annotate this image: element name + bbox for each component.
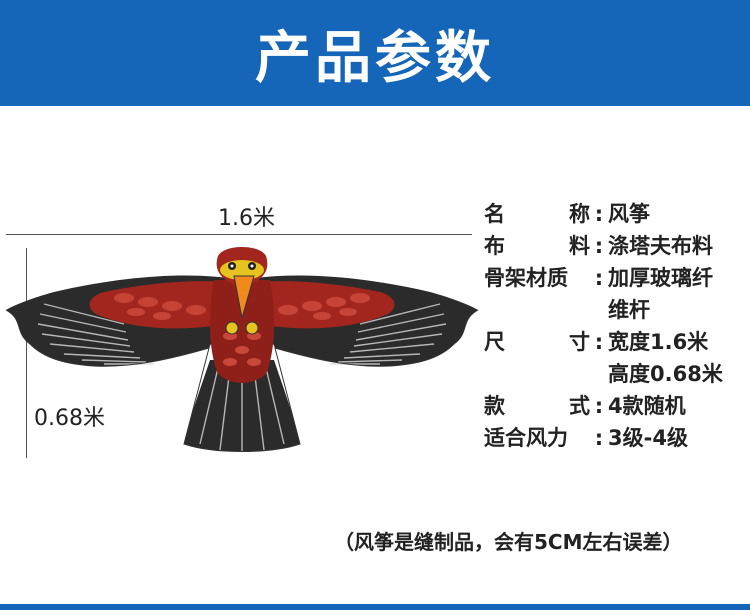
spec-value: 3级-4级 [608,422,746,454]
spec-list: 名 称 : 风筝 布 料 : 涤塔夫布料 骨架材质 : 加厚玻璃纤 维杆 尺 寸… [484,198,746,454]
spec-label: 名 称 [484,198,590,230]
spec-colon: : [594,202,604,226]
spec-label-char: 款 [484,394,505,418]
spec-value: 宽度1.6米 高度0.68米 [608,326,746,390]
eagle-kite-image [5,247,479,452]
spec-value: 涤塔夫布料 [608,230,746,262]
spec-label: 适合风力 [484,426,568,450]
spec-value-line: 风筝 [608,202,650,226]
header-banner: 产品参数 [0,0,750,106]
spec-colon: : [594,266,604,290]
spec-value: 风筝 [608,198,746,230]
spec-label: 骨架材质 [484,266,568,290]
spec-row-frame: 骨架材质 : 加厚玻璃纤 维杆 [484,262,746,326]
spec-value: 加厚玻璃纤 维杆 [608,262,746,326]
spec-row-size: 尺 寸 : 宽度1.6米 高度0.68米 [484,326,746,390]
spec-label-char: 料 [569,234,590,258]
spec-value-line: 4款随机 [608,394,686,418]
spec-label-char: 布 [484,234,505,258]
spec-colon: : [594,426,604,450]
width-dimension-label: 1.6米 [218,206,275,231]
spec-value-line: 加厚玻璃纤 [608,266,713,290]
spec-value-line: 涤塔夫布料 [608,234,713,258]
spec-label-char: 名 [484,202,505,226]
spec-colon: : [594,234,604,258]
spec-value-line: 高度0.68米 [608,362,723,386]
spec-label: 尺 寸 [484,326,590,390]
bottom-rule [0,604,750,610]
spec-label-char: 尺 [484,330,505,354]
spec-value-line: 3级-4级 [608,426,688,450]
spec-colon: : [594,330,604,354]
page-title: 产品参数 [255,25,495,91]
spec-value: 4款随机 [608,390,746,422]
height-dimension-label: 0.68米 [34,406,105,431]
spec-label: 布 料 [484,230,590,262]
tolerance-note: （风筝是缝制品，会有5CM左右误差） [334,530,683,554]
spec-label-char: 称 [569,202,590,226]
spec-value-line: 维杆 [608,298,650,322]
spec-row-name: 名 称 : 风筝 [484,198,746,230]
spec-label: 款 式 [484,390,590,422]
spec-label-char: 寸 [569,330,590,354]
spec-row-material: 布 料 : 涤塔夫布料 [484,230,746,262]
spec-label-char: 式 [569,394,590,418]
spec-row-wind: 适合风力 : 3级-4级 [484,422,746,454]
height-dimension-line [26,248,27,458]
spec-colon: : [594,394,604,418]
spec-row-style: 款 式 : 4款随机 [484,390,746,422]
spec-value-line: 宽度1.6米 [608,330,709,354]
width-dimension-line [6,234,472,235]
